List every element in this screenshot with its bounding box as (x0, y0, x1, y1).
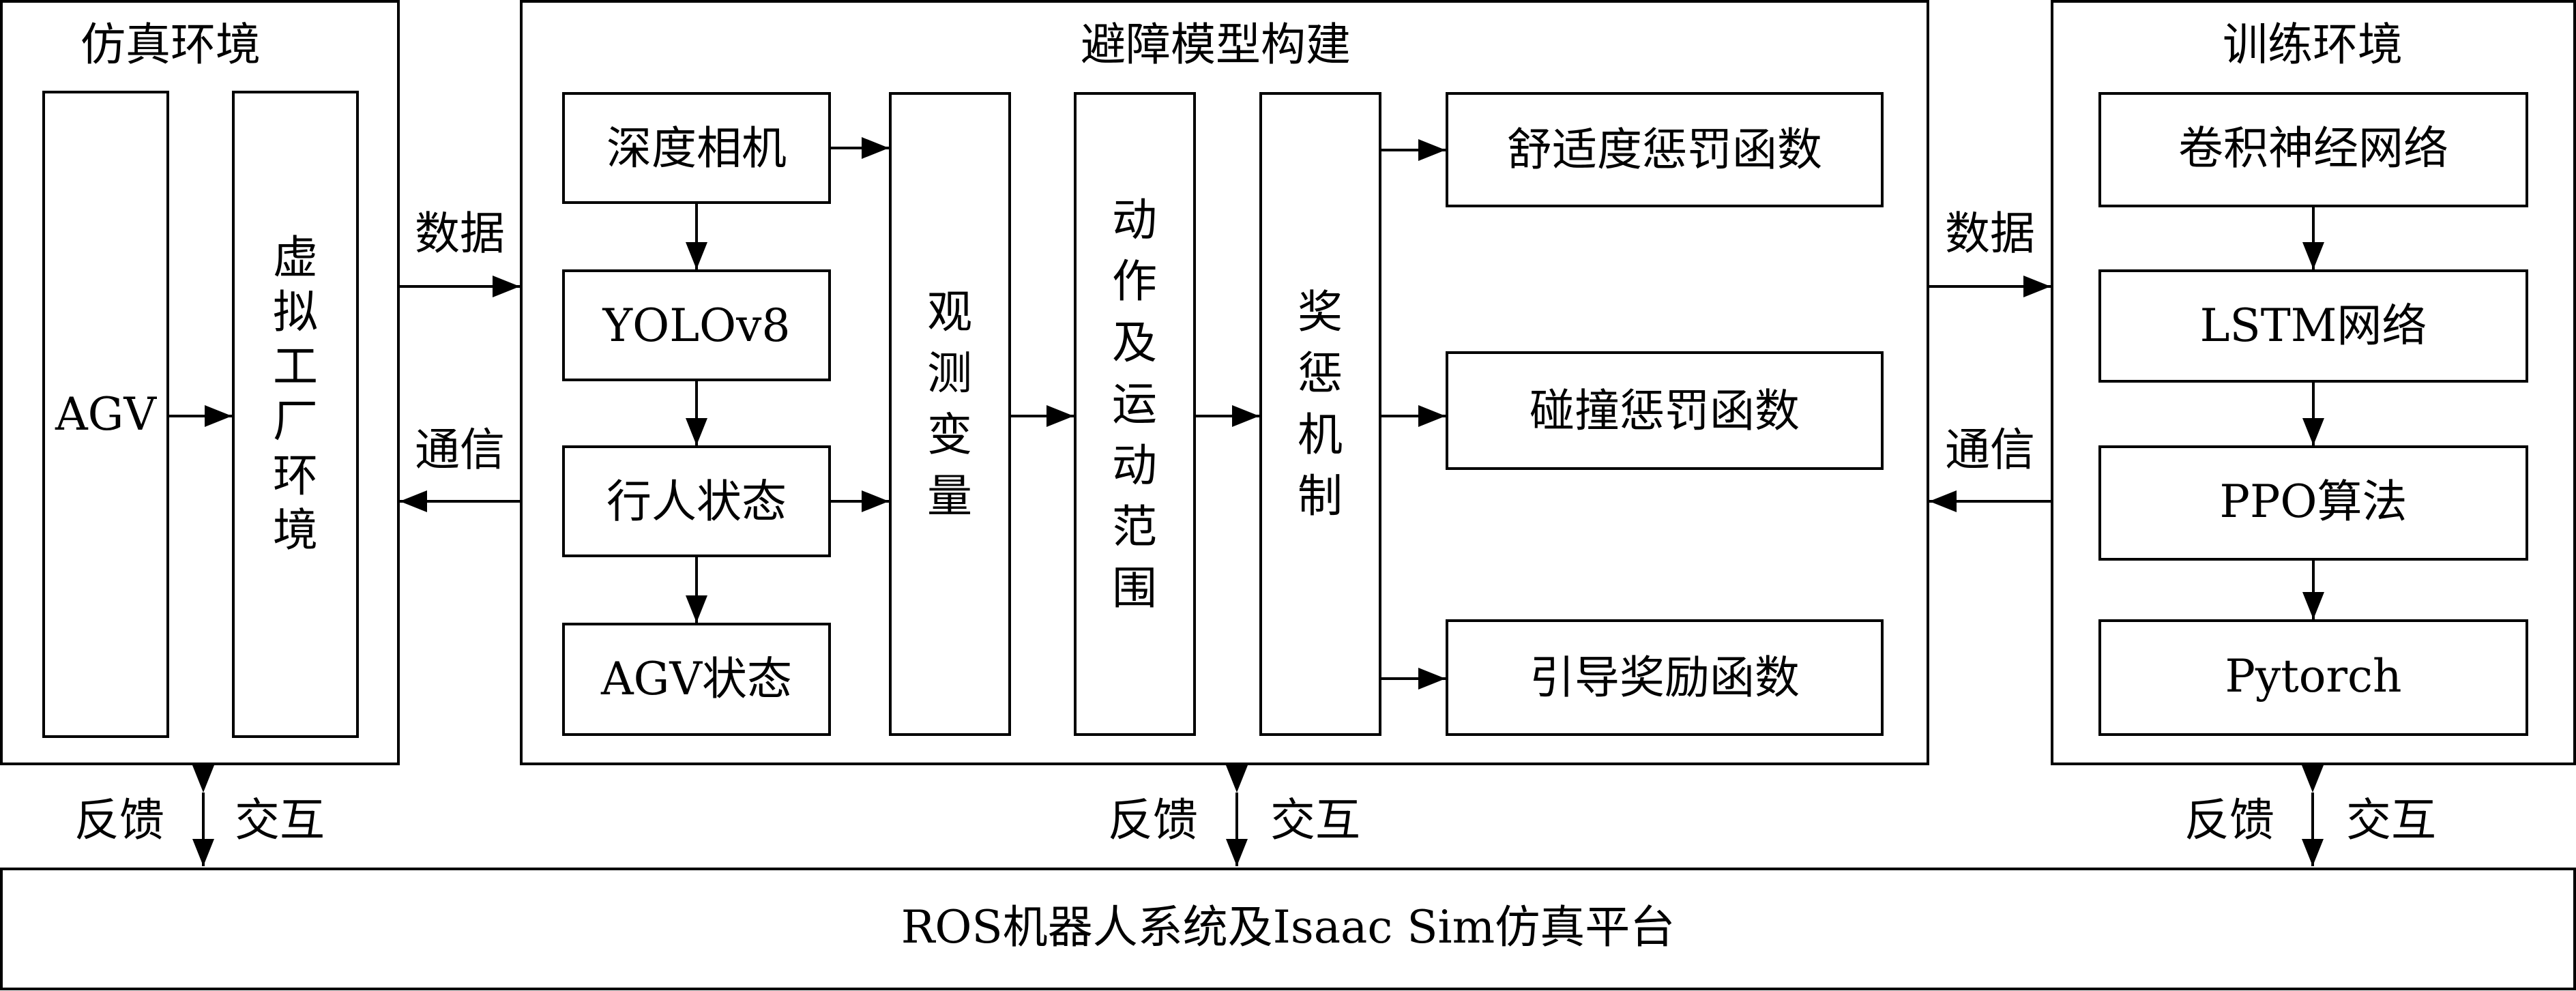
lstm-node (2098, 269, 2528, 383)
comfort-penalty-label: 舒适度惩罚函数 (1507, 123, 1822, 176)
svg-text:动: 动 (1112, 439, 1157, 492)
virtual-factory-label: 虚 拟 工 厂 环 境 (273, 231, 318, 557)
svg-text:量: 量 (927, 470, 972, 522)
action-range-label: 动 作 及 运 动 范 围 (1112, 194, 1157, 615)
train-to-model-comm-label: 通信 (1945, 424, 2035, 476)
model-feedback-label: 反馈 (1108, 794, 1198, 846)
svg-text:围: 围 (1112, 562, 1157, 615)
depth-camera-node (562, 92, 831, 204)
cnn-node (2098, 92, 2528, 207)
reward-mechanism-label: 奖 惩 机 制 (1298, 286, 1343, 522)
action-range-node (1074, 92, 1196, 736)
svg-text:环: 环 (273, 449, 318, 502)
svg-text:境: 境 (273, 504, 318, 557)
yolo-label: YOLOv8 (602, 299, 791, 352)
pedestrian-state-node (562, 445, 831, 557)
cnn-label: 卷积神经网络 (2178, 122, 2448, 175)
svg-text:变: 变 (927, 409, 972, 461)
platform-label: ROS机器人系统及Isaac Sim仿真平台 (901, 901, 1675, 953)
svg-text:作: 作 (1112, 255, 1157, 308)
sim-feedback-label: 反馈 (74, 794, 164, 846)
svg-text:虚: 虚 (273, 231, 318, 284)
agv-state-label: AGV状态 (600, 653, 792, 705)
svg-text:及: 及 (1112, 316, 1157, 369)
svg-text:机: 机 (1298, 409, 1343, 461)
pytorch-label: Pytorch (2225, 650, 2402, 702)
svg-text:厂: 厂 (273, 395, 318, 447)
model-to-sim-comm-label: 通信 (415, 424, 505, 476)
svg-text:拟: 拟 (273, 286, 318, 338)
train-env-title: 训练环境 (2223, 18, 2403, 71)
pytorch-node (2098, 619, 2528, 736)
svg-text:运: 运 (1112, 378, 1157, 430)
ppo-label: PPO算法 (2220, 475, 2407, 528)
svg-text:动: 动 (1112, 194, 1157, 246)
model-to-train-data-label: 数据 (1945, 207, 2035, 260)
sim-interact-label: 交互 (235, 794, 325, 846)
svg-text:制: 制 (1298, 470, 1343, 522)
comfort-penalty-node (1446, 92, 1884, 207)
collision-penalty-label: 碰撞惩罚函数 (1530, 385, 1800, 437)
agv-node (42, 91, 169, 738)
platform-panel (0, 868, 2576, 990)
model-interact-label: 交互 (1270, 794, 1360, 846)
collision-penalty-node (1446, 351, 1884, 470)
virtual-factory-node (232, 91, 359, 738)
reward-mechanism-node (1259, 92, 1381, 736)
svg-text:范: 范 (1112, 501, 1157, 553)
train-interact-label: 交互 (2346, 794, 2436, 846)
guide-reward-label: 引导奖励函数 (1530, 651, 1800, 704)
observation-node (889, 92, 1011, 736)
train-feedback-label: 反馈 (2184, 794, 2274, 846)
agv-state-node (562, 623, 831, 736)
agv-node-label: AGV (55, 388, 157, 441)
svg-text:奖: 奖 (1298, 286, 1343, 338)
svg-text:观: 观 (927, 286, 972, 338)
sim-to-model-data-label: 数据 (415, 207, 505, 260)
lstm-label: LSTM网络 (2200, 299, 2427, 352)
svg-text:工: 工 (273, 340, 318, 393)
ppo-node (2098, 445, 2528, 561)
pedestrian-state-label: 行人状态 (606, 475, 787, 528)
guide-reward-node (1446, 619, 1884, 736)
model-title: 避障模型构建 (1081, 18, 1351, 71)
svg-text:测: 测 (927, 347, 972, 400)
observation-label: 观 测 变 量 (927, 286, 972, 522)
sim-env-title: 仿真环境 (80, 18, 261, 71)
depth-camera-label: 深度相机 (606, 122, 787, 175)
svg-text:惩: 惩 (1298, 347, 1343, 400)
